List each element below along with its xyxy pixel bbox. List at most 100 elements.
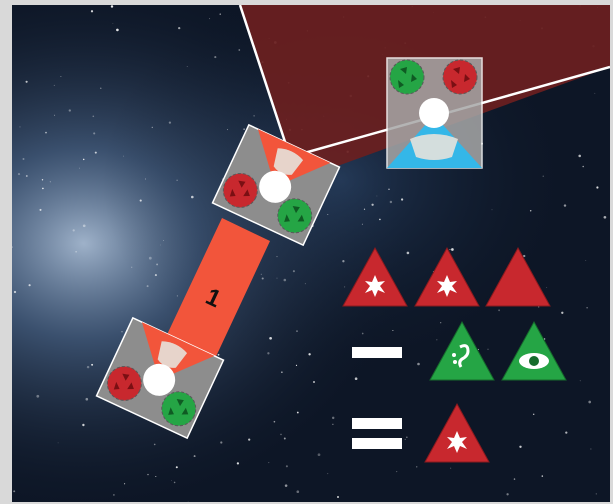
star [268,462,270,464]
dice-equation [342,246,567,463]
star [327,473,329,475]
star [155,475,157,478]
star [85,397,89,401]
star [171,479,172,481]
star [565,431,568,434]
star [113,494,115,496]
star [90,10,94,13]
star [28,284,31,287]
star [332,423,334,425]
star [94,151,97,154]
star [396,471,398,473]
star [17,173,21,176]
star [296,490,300,494]
star [148,256,152,260]
star [276,277,278,279]
star [45,131,47,134]
star [579,380,581,382]
star [168,121,172,124]
star [449,249,451,251]
ship-center-marker [259,170,292,203]
ship-miniature [410,134,458,160]
equals-sign-bottom [352,438,402,449]
star [151,126,154,129]
star [317,453,321,457]
red-hit-icon [342,246,408,307]
star [281,371,283,373]
star [178,26,181,30]
star [100,87,102,89]
star [506,493,509,496]
star [42,187,44,190]
star [327,214,329,215]
green-eye-icon [501,320,567,381]
star [238,49,241,51]
equals-sign-top [352,418,402,429]
ship-red-dice [442,59,478,95]
star [379,218,381,221]
star [543,338,546,340]
star [159,244,161,246]
ship-center-marker [143,363,176,396]
star [36,394,40,398]
green-evade-icon [429,320,495,381]
ship-miniature [273,148,304,175]
star [123,155,124,157]
star [60,76,62,77]
star [267,352,270,355]
star [296,411,299,414]
star [563,204,567,207]
star [585,260,587,262]
star [295,364,298,366]
star [19,126,21,128]
star [154,274,157,277]
star [416,466,418,468]
ship-bottom[interactable] [95,316,225,440]
ship-target[interactable] [386,57,483,169]
star [389,200,393,204]
star [491,209,493,211]
star [588,400,592,404]
star [261,277,264,280]
star [248,438,251,441]
star [595,493,597,495]
star [578,154,581,158]
star [173,481,176,484]
star [371,203,374,206]
star [498,309,500,312]
ship-red-dice [106,365,142,401]
ship-red-dice [222,172,258,208]
star [253,115,255,117]
star [146,285,149,288]
star [121,331,123,333]
star [91,363,94,366]
arc-edge-left [238,5,292,158]
star [331,416,335,420]
star [209,18,211,20]
star [139,199,142,202]
star [417,362,420,366]
star [487,348,489,350]
star [538,306,540,308]
star [269,336,272,340]
ship-green-dice [277,198,313,234]
star [450,467,452,469]
star [214,56,217,59]
red-hit-icon [414,246,480,307]
game-board: 1 [12,5,610,502]
star [25,175,28,177]
star [260,273,262,275]
star [92,115,95,118]
star [220,441,223,444]
star [191,195,194,199]
star [440,322,442,324]
star [49,181,51,183]
star [144,178,147,180]
ship-top[interactable] [211,123,341,247]
move-track [164,218,270,365]
star [82,158,85,161]
star [53,84,55,86]
star [406,251,410,255]
star [41,179,44,181]
star [22,158,25,160]
